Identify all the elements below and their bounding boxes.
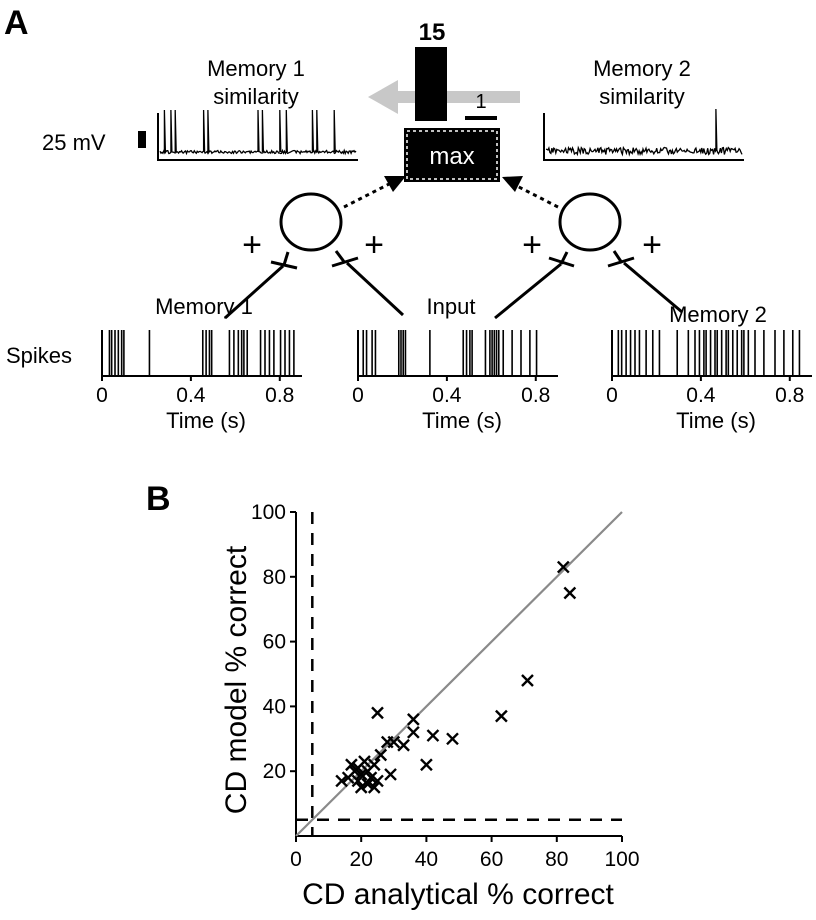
x-tick-label: 0 [290, 848, 302, 871]
raster-xlabel: Time (s) [676, 408, 756, 433]
data-point [354, 781, 368, 794]
raster-tick-label: 0 [352, 384, 364, 407]
raster-ylabel: Spikes [6, 343, 72, 368]
x-tick-label: 40 [415, 848, 438, 871]
data-point [397, 738, 410, 752]
neuron-right [494, 176, 683, 320]
data-point [367, 781, 381, 794]
memory2-voltage-trace [543, 108, 744, 161]
x-axis-label: CD analytical % correct [302, 878, 614, 911]
data-point [361, 777, 375, 791]
data-point [371, 706, 384, 720]
raster-tick-label: 0.8 [265, 384, 294, 407]
raster-tick-label: 0.8 [775, 384, 804, 407]
memory1-voltage-trace [157, 109, 358, 161]
memory1-similarity-label-line2: similarity [213, 84, 299, 109]
max-label: max [429, 143, 474, 170]
raster-title-input: Input [427, 294, 476, 319]
raster-tick-label: 0.4 [176, 384, 206, 407]
memory2-similarity-label-line1: Memory 2 [593, 56, 691, 81]
raster-title-memory1: Memory 1 [155, 294, 253, 319]
data-point [407, 713, 420, 726]
max-box-dashes [406, 130, 498, 180]
data-point [380, 735, 394, 749]
data-point [335, 774, 348, 788]
data-point [521, 674, 534, 687]
bar-value-big: 15 [419, 19, 446, 46]
scale-bar-label: 25 mV [42, 130, 106, 155]
raster-title-memory2: Memory 2 [669, 302, 767, 327]
data-point [361, 764, 375, 778]
x-tick-label: 100 [604, 848, 639, 871]
y-tick-label: 40 [263, 695, 286, 718]
y-tick-label: 80 [263, 566, 286, 589]
memory1-similarity-label-line1: Memory 1 [207, 56, 305, 81]
plus-sign: + [522, 226, 542, 264]
raster-xlabel: Time (s) [166, 408, 246, 433]
data-point [351, 761, 365, 775]
plus-sign: + [242, 226, 262, 264]
raster-xlabel: Time (s) [422, 408, 502, 433]
y-tick-label: 20 [263, 760, 286, 783]
data-point [556, 560, 570, 574]
scale-bar [138, 131, 146, 148]
data-point [426, 729, 440, 742]
panel-b-label: B [146, 480, 171, 518]
y-tick-label: 60 [263, 631, 286, 654]
data-point [371, 774, 384, 788]
x-tick-label: 80 [545, 848, 568, 871]
data-point [407, 725, 420, 739]
bar-big [415, 47, 447, 121]
data-point [351, 774, 365, 788]
y-axis-label: CD model % correct [220, 545, 253, 814]
data-point [495, 709, 508, 723]
identity-line [295, 511, 623, 837]
panel-a-label: A [4, 4, 29, 42]
data-point [446, 732, 459, 746]
data-point [374, 748, 388, 762]
raster-tick-label: 0.8 [521, 384, 550, 407]
plus-sign: + [364, 226, 384, 264]
x-tick-label: 60 [480, 848, 503, 871]
bar-small [465, 116, 497, 120]
bar-value-small: 1 [475, 91, 486, 113]
scatter-plot: 0 20 40 60 80 100 20 40 60 80 100 [251, 501, 640, 871]
raster-tick-label: 0.4 [686, 384, 716, 407]
raster-axis [357, 330, 558, 377]
raster-tick-label: 0 [606, 384, 618, 407]
data-point [563, 586, 577, 600]
neuron-left [223, 176, 406, 320]
memory2-similarity-label-line2: similarity [599, 84, 685, 109]
y-tick-label: 100 [251, 501, 286, 524]
x-tick-label: 20 [350, 848, 373, 871]
data-point [341, 771, 355, 785]
raster-axis [611, 330, 812, 377]
raster-tick-label: 0.4 [432, 384, 462, 407]
data-point [384, 768, 397, 781]
data-point [345, 758, 358, 772]
data-point [420, 758, 433, 772]
raster-tick-label: 0 [96, 384, 108, 407]
plus-sign: + [642, 226, 662, 264]
data-point [354, 768, 368, 781]
max-box [404, 128, 500, 182]
data-point [364, 771, 378, 785]
